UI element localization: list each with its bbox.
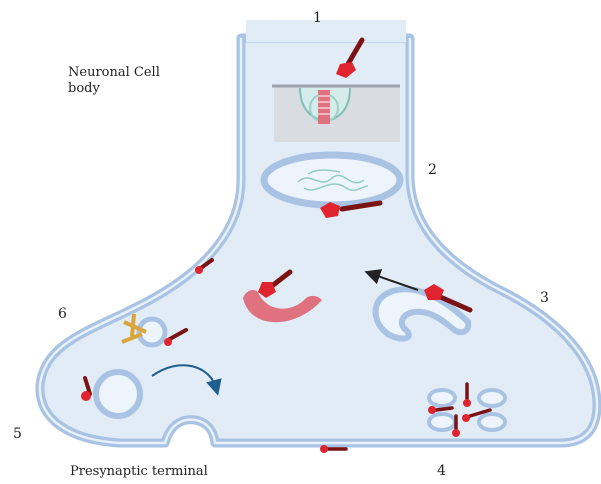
step-number-1: 1 <box>313 10 322 26</box>
step-number-5: 5 <box>13 426 22 442</box>
endocytosis-site <box>272 86 400 142</box>
endosome-vesicle <box>264 155 400 205</box>
presynaptic-terminal-label: Presynaptic terminal <box>70 464 208 480</box>
step-number-6: 6 <box>58 306 67 322</box>
axon-opening <box>246 20 406 42</box>
step-number-3: 3 <box>540 290 549 306</box>
cell-body-label-line2: body <box>68 81 100 97</box>
step-number-4: 4 <box>437 463 446 479</box>
cell-body-label-line1: Neuronal Cell <box>68 65 160 81</box>
step-number-2: 2 <box>428 162 437 178</box>
